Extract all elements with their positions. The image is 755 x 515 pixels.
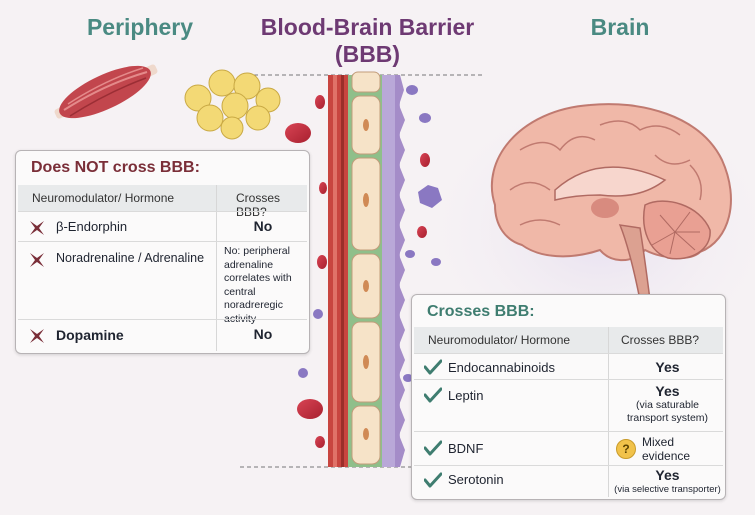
- row-value: No: [253, 326, 273, 342]
- row-name: BDNF: [448, 441, 484, 456]
- panel-title: Crosses BBB:: [427, 303, 535, 320]
- brain-heading: Brain: [590, 14, 650, 40]
- table-row: Leptin Yes (via saturable transport syst…: [414, 379, 723, 432]
- table-row: BDNF ? Mixed evidence: [414, 431, 723, 466]
- table-header: Neuromodulator/ Hormone Crosses BBB?: [414, 327, 723, 353]
- row-name: Endocannabinoids: [448, 360, 555, 375]
- row-name: Noradrenaline / Adrenaline: [56, 251, 205, 265]
- x-mark-icon: [30, 253, 44, 267]
- table-row: Noradrenaline / Adrenaline No: periphera…: [18, 241, 307, 325]
- column-header-crosses: Crosses BBB?: [621, 333, 700, 347]
- column-header-crosses: Crosses BBB?: [236, 191, 281, 219]
- row-name: Dopamine: [56, 327, 124, 343]
- bbb-heading-line1: Blood-Brain Barrier: [260, 14, 475, 40]
- row-value: Yes: [655, 383, 680, 399]
- table-header: Neuromodulator/ Hormone Crosses BBB?: [18, 185, 307, 219]
- does-not-cross-panel: Does NOT cross BBB: Neuromodulator/ Horm…: [15, 150, 310, 354]
- check-mark-icon: [424, 359, 442, 375]
- row-name: Serotonin: [448, 472, 504, 487]
- table-row: β-Endorphin No: [18, 211, 307, 242]
- crosses-panel: Crosses BBB: Neuromodulator/ Hormone Cro…: [411, 294, 726, 500]
- check-mark-icon: [424, 472, 442, 488]
- row-name: Leptin: [448, 388, 484, 403]
- panel-title: Does NOT cross BBB:: [31, 159, 200, 176]
- table-row: Serotonin Yes (via selective transporter…: [414, 465, 723, 498]
- brain-illustration: [490, 103, 732, 301]
- bbb-heading: Blood-Brain Barrier (BBB): [245, 14, 490, 68]
- row-value: No: [253, 218, 273, 234]
- bbb-wall: [328, 71, 405, 467]
- muscle-icon: [54, 64, 158, 119]
- column-header-name: Neuromodulator/ Hormone: [428, 333, 571, 347]
- row-value: Yes: [655, 467, 680, 483]
- row-value: Yes: [655, 359, 680, 375]
- row-name: β-Endorphin: [56, 219, 128, 234]
- x-mark-icon: [30, 221, 44, 235]
- x-mark-icon: [30, 329, 44, 343]
- check-mark-icon: [424, 440, 442, 456]
- question-icon: ?: [616, 439, 636, 459]
- table-row: Dopamine No: [18, 319, 307, 352]
- column-header-name: Neuromodulator/ Hormone: [32, 191, 175, 205]
- row-note: No: peripheral adrenaline correlates wit…: [224, 245, 292, 325]
- row-value: Mixed evidence: [642, 435, 691, 463]
- check-mark-icon: [424, 387, 442, 403]
- bbb-heading-line2: (BBB): [334, 41, 401, 67]
- table-row: Endocannabinoids Yes: [414, 353, 723, 380]
- periphery-heading: Periphery: [86, 14, 194, 40]
- fat-cells-icon: [184, 69, 281, 140]
